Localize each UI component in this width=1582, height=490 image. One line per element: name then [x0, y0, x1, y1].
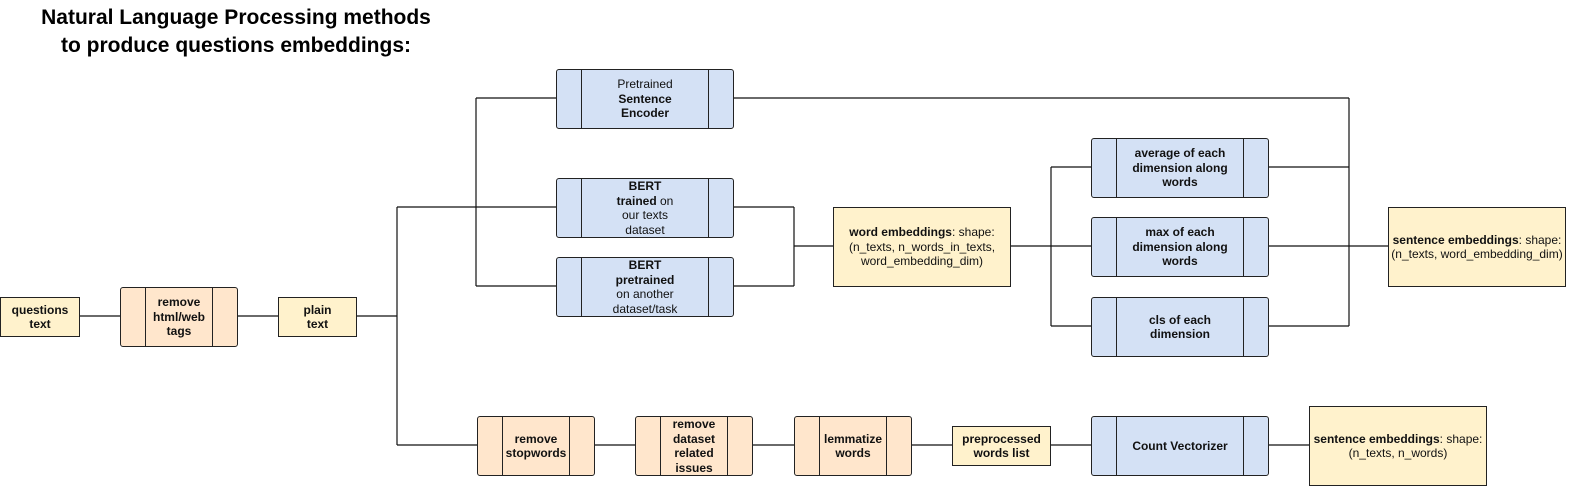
- max-line-2: dimension along: [1132, 239, 1228, 254]
- bert-trained-line-1: BERT: [628, 179, 662, 193]
- cls-pooling-node: cls of each dimension: [1091, 297, 1269, 357]
- sentence-embeddings-top-label: sentence embeddings: [1392, 232, 1519, 247]
- bert-pretrained-node: BERT pretrained on another dataset/task: [556, 257, 734, 317]
- word-embeddings-shape-line-3: word_embedding_dim): [860, 254, 984, 269]
- sentence-encoder-node: Pretrained Sentence Encoder: [556, 69, 734, 129]
- bert-pretrained-line-4: dataset/task: [612, 301, 678, 316]
- sentence-embeddings-bottom-shape-prefix: : shape:: [1439, 431, 1483, 446]
- average-line-3: words: [1162, 175, 1198, 190]
- remove-dataset-issues-line-4: issues: [675, 460, 713, 475]
- preprocessed-words-node: preprocessed words list: [952, 426, 1051, 466]
- plain-text-node: plain text: [278, 297, 357, 337]
- remove-stopwords-node: remove stopwords: [477, 416, 595, 476]
- max-line-3: words: [1162, 254, 1198, 269]
- sentence-embeddings-top-shape: (n_texts, word_embedding_dim): [1391, 247, 1563, 261]
- sentence-encoder-line-3: Encoder: [620, 106, 669, 121]
- remove-html-label: remove html/web tags: [152, 295, 205, 339]
- sentence-embeddings-bottom-shape: (n_texts, n_words): [1348, 446, 1448, 460]
- lemmatize-node: lemmatize words: [794, 416, 912, 476]
- plain-text-label: plain text: [303, 302, 332, 332]
- preprocessed-line-2: words list: [973, 446, 1030, 460]
- bert-trained-line-2-rest: on: [656, 193, 674, 208]
- sentence-embeddings-top-node: sentence embeddings: shape: (n_texts, wo…: [1388, 207, 1566, 287]
- bert-pretrained-line-2: pretrained: [615, 272, 675, 287]
- bert-trained-node: BERT trained on our texts dataset: [556, 178, 734, 238]
- remove-html-node: remove html/web tags: [120, 287, 238, 347]
- lemmatize-line-1: lemmatize: [823, 431, 883, 446]
- preprocessed-line-1: preprocessed: [962, 431, 1041, 446]
- sentence-embeddings-bottom-label: sentence embeddings: [1313, 431, 1440, 446]
- bert-trained-bold-word: trained: [616, 193, 657, 208]
- bert-pretrained-line-1: BERT: [628, 258, 662, 272]
- word-embeddings-label: word embeddings: [849, 225, 952, 240]
- title-line-2: to produce questions embeddings:: [60, 34, 412, 57]
- count-vectorizer-node: Count Vectorizer: [1091, 416, 1269, 476]
- bert-pretrained-line-3: on another: [616, 287, 674, 301]
- average-line-1: average of each: [1134, 146, 1226, 161]
- max-line-1: max of each: [1145, 225, 1215, 240]
- title-line-1: Natural Language Processing methods: [41, 6, 431, 29]
- remove-stopwords-line-2: stopwords: [505, 446, 567, 460]
- lemmatize-line-2: words: [835, 446, 871, 460]
- word-embeddings-node: word embeddings: shape: (n_texts, n_word…: [833, 207, 1011, 287]
- remove-dataset-issues-node: remove dataset related issues: [635, 416, 753, 476]
- questions-text-node: questions text: [0, 297, 80, 337]
- questions-text-label: questions text: [11, 302, 69, 332]
- diagram-title: Natural Language Processing methods to p…: [6, 4, 466, 60]
- bert-trained-line-3: our texts: [621, 208, 668, 222]
- bert-trained-line-4: dataset: [625, 222, 665, 237]
- word-embeddings-shape-line-2: (n_texts, n_words_in_texts,: [848, 239, 996, 254]
- cls-line-1: cls of each: [1148, 312, 1212, 327]
- average-pooling-node: average of each dimension along words: [1091, 138, 1269, 198]
- remove-dataset-issues-line-1: remove: [672, 417, 716, 431]
- remove-dataset-issues-line-3: related: [674, 446, 714, 460]
- sentence-embeddings-bottom-node: sentence embeddings: shape: (n_texts, n_…: [1309, 406, 1487, 486]
- average-line-2: dimension along: [1132, 160, 1228, 175]
- sentence-encoder-line-1: Pretrained: [617, 77, 673, 92]
- max-pooling-node: max of each dimension along words: [1091, 217, 1269, 277]
- word-embeddings-shape-prefix: : shape:: [951, 225, 995, 240]
- remove-stopwords-line-1: remove: [514, 431, 558, 446]
- sentence-encoder-line-2: Sentence: [618, 91, 672, 106]
- count-vectorizer-label: Count Vectorizer: [1132, 438, 1228, 453]
- remove-dataset-issues-line-2: dataset: [672, 431, 715, 446]
- cls-line-2: dimension: [1149, 327, 1210, 341]
- sentence-embeddings-top-shape-prefix: : shape:: [1518, 232, 1562, 247]
